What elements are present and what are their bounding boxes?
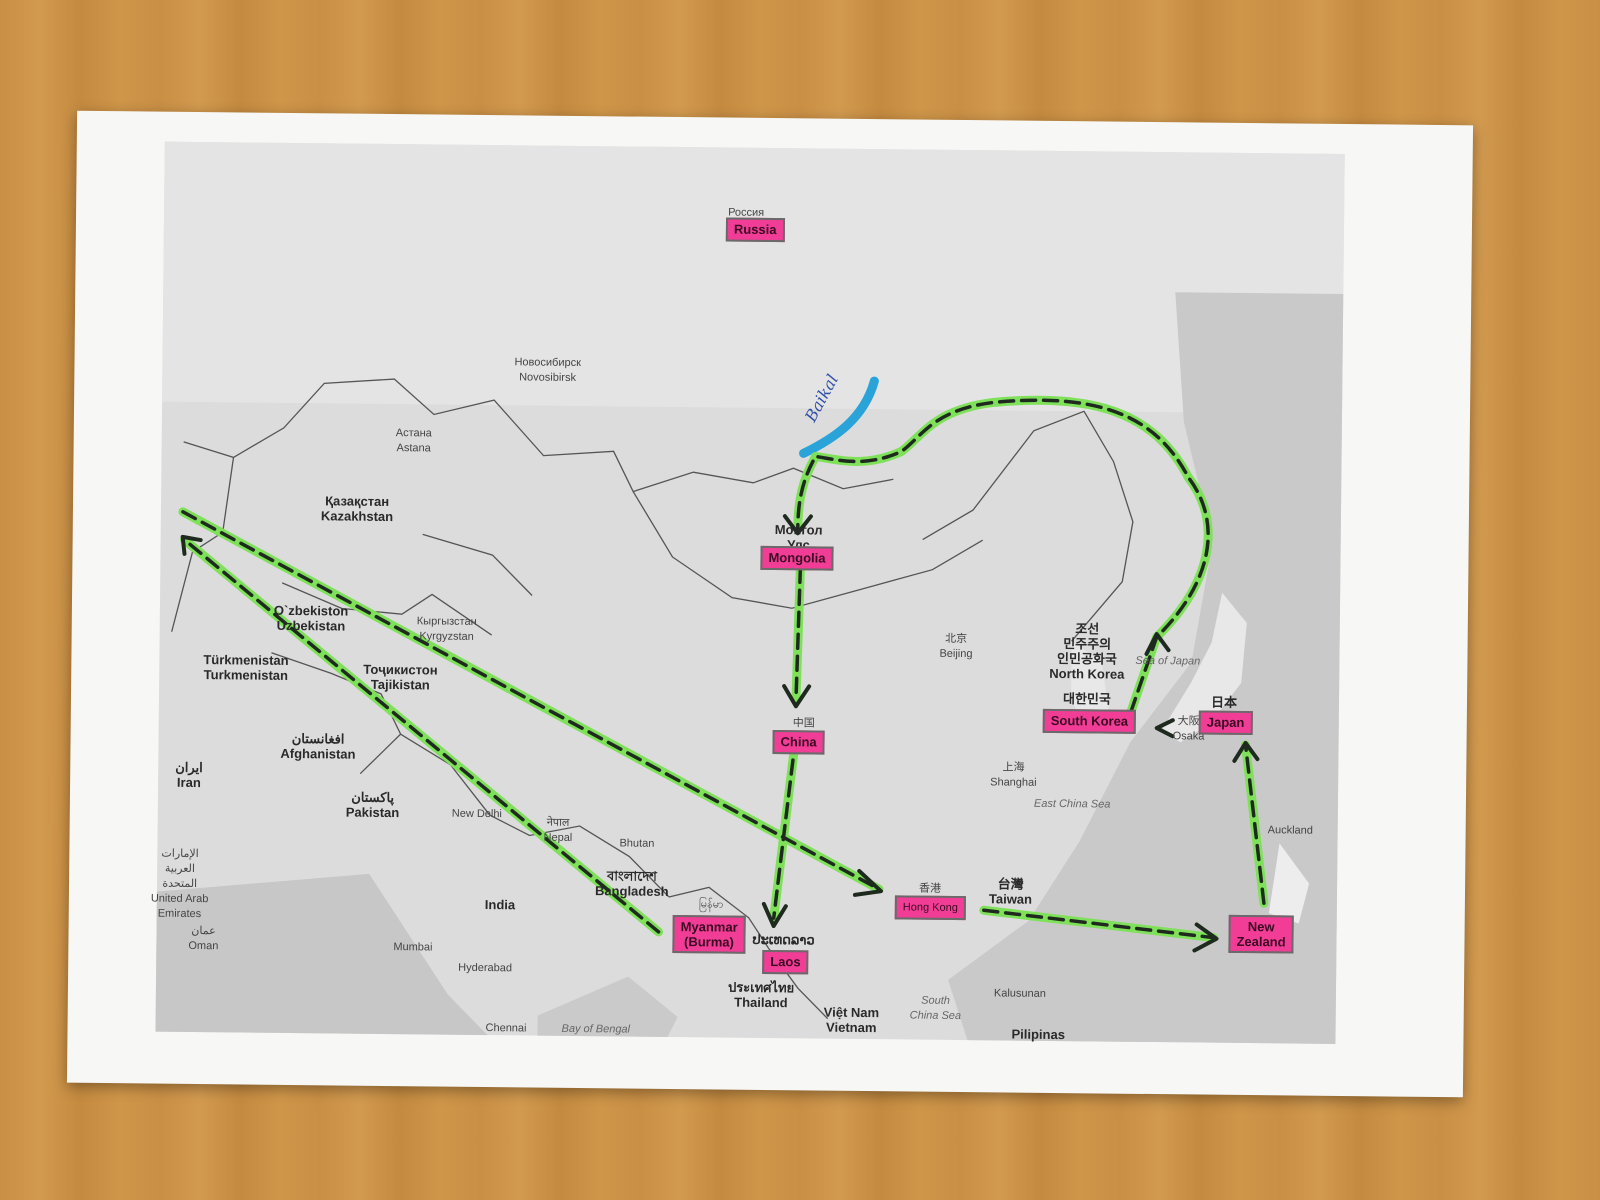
label-laos-native: ປະເທດລາວ [752,931,815,948]
visited-mongolia: Mongolia [760,545,834,571]
arrowhead-icon [180,534,203,556]
label-hyderabad: Hyderabad [458,961,513,975]
label-hong-kong-native: 香港 [918,882,942,895]
route-overlay [178,376,1269,953]
country-borders [171,378,1134,1020]
arrowhead-icon [782,514,813,536]
visited-russia: Russia [725,217,785,243]
arrowhead-icon [761,901,788,929]
label-bhutan: Bhutan [619,837,655,850]
visited-south-korea: South Korea [1042,708,1137,734]
label-china-native: 中国 [792,717,815,730]
label-japan-native: 日本 [1210,694,1238,710]
visited-japan: Japan [1198,710,1253,736]
arrowhead-icon [1192,922,1219,953]
arrowhead-icon [1232,740,1260,763]
bay-of-bengal [537,976,678,1037]
visited-laos: Laos [762,949,809,975]
visited-china: China [772,730,825,755]
arrowhead-icon [782,684,812,709]
label-east-china-sea: East China Sea [1033,797,1111,811]
visited-myanmar: Myanmar(Burma) [672,914,746,954]
travel-route [178,395,1269,953]
visited-hong-kong: Hong Kong [894,895,966,921]
label-mumbai: Mumbai [393,941,433,954]
indian-ocean [155,873,488,1036]
pacific-ocean [948,292,1344,1044]
nz-landmass [1268,843,1310,924]
label-kalusunan: Kalusunan [993,987,1046,1000]
lake-baikal-marker [799,376,879,458]
arrowhead-icon [852,868,883,897]
label-myanmar-native: မြန်မာ [698,898,724,911]
arrowhead-icon [1144,632,1171,656]
label-bay-of-bengal: Bay of Bengal [561,1022,631,1036]
label-new-delhi: New Delhi [451,807,502,821]
map-base [155,141,1345,1044]
label-india: India [484,897,516,913]
korea-landmass [1070,641,1111,732]
arrowhead-icon [1154,718,1175,739]
label-sea-of-japan: Sea of Japan [1135,654,1201,668]
label-south-korea-native: 대한민국 [1062,691,1111,707]
japan-landmass [1160,592,1247,743]
label-auckland: Auckland [1267,824,1313,837]
label-pilipinas: Pilipinas [1011,1026,1066,1043]
label-chennai: Chennai [485,1022,527,1035]
